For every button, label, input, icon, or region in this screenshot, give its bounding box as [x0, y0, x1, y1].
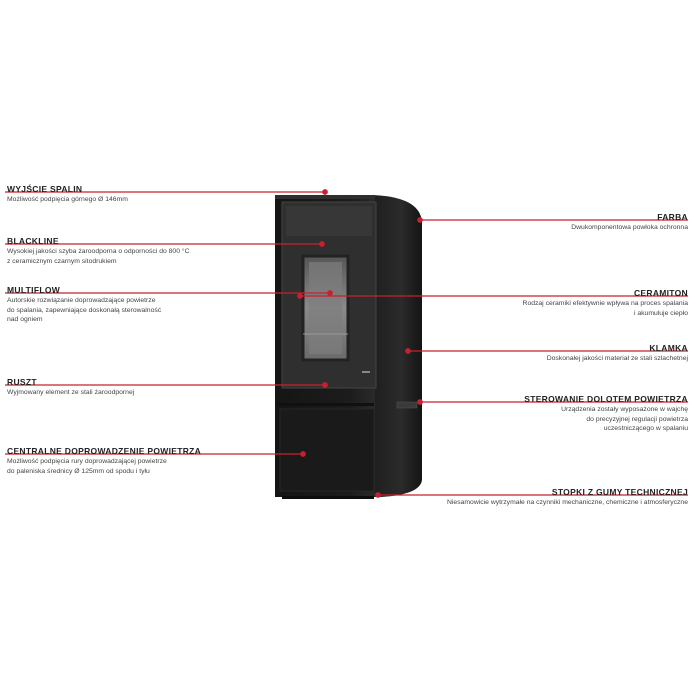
- callout-title: BLACKLINE: [7, 236, 59, 246]
- callout-title: KLAMKA: [649, 343, 688, 353]
- callout-title: MULTIFLOW: [7, 285, 61, 295]
- callout-desc: uczestniczącego w spalaniu: [603, 425, 688, 432]
- stove-lower-door: [279, 408, 375, 492]
- stove-glass-reflection: [286, 206, 372, 236]
- stove-firebox-inner: [309, 262, 342, 354]
- callout-centralne-doprowadzenie: CENTRALNE DOPROWADZENIE POWIETRZA Możliw…: [7, 446, 201, 476]
- callout-desc: Dwukomponentowa powłoka ochronna: [571, 224, 688, 231]
- callout-stopki: STOPKI Z GUMY TECHNICZNEJ Niesamowicie w…: [447, 487, 688, 508]
- callout-multiflow: MULTIFLOW Autorskie rozwiązanie doprowad…: [7, 285, 161, 325]
- callout-desc: Urządzenia zostały wyposażone w wajchę: [561, 406, 688, 413]
- stove-top-edge: [275, 195, 375, 199]
- callout-desc: z ceramicznym czarnym sitodrukiem: [7, 257, 117, 265]
- stove-side-panel: [370, 195, 422, 497]
- callout-desc: do paleniska średnicy Ø 125mm od spodu i…: [7, 467, 150, 475]
- callout-desc: Wysokiej jakości szyba żaroodporna o odp…: [7, 248, 190, 255]
- callout-ceramiton: CERAMITON Rodzaj ceramiki efektywnie wpł…: [523, 288, 688, 318]
- callout-sterowanie-dolotem: STEROWANIE DOLOTEM POWIETRZA Urządzenia …: [524, 394, 688, 434]
- callout-blackline: BLACKLINE Wysokiej jakości szyba żaroodp…: [7, 236, 190, 266]
- stove-feet: [282, 496, 374, 499]
- callout-title: CENTRALNE DOPROWADZENIE POWIETRZA: [7, 446, 202, 456]
- callout-desc: do spalania, zapewniające doskonałą ster…: [7, 306, 162, 314]
- callout-title: STOPKI Z GUMY TECHNICZNEJ: [551, 487, 688, 497]
- callout-title: FARBA: [657, 212, 688, 222]
- callout-klamka: KLAMKA Doskonałej jakości materiał ze st…: [547, 343, 688, 364]
- callout-desc: do precyzyjnej regulacji powietrza: [586, 415, 688, 423]
- callout-desc: Wyjmowany element ze stali żaroodpornej: [7, 389, 135, 396]
- callout-desc: Doskonałej jakości materiał ze stali szl…: [546, 355, 688, 362]
- callout-title: WYJŚCIE SPALIN: [7, 184, 83, 194]
- callout-desc: i akumuluje ciepło: [633, 309, 688, 317]
- callout-title: STEROWANIE DOLOTEM POWIETRZA: [524, 394, 688, 404]
- callout-ruszt: RUSZT Wyjmowany element ze stali żaroodp…: [7, 377, 134, 398]
- callout-desc: Autorskie rozwiązanie doprowadzające pow…: [7, 297, 156, 304]
- callout-desc: Niesamowicie wytrzymałe na czynniki mech…: [447, 499, 688, 506]
- callout-wyjscie-spalin: WYJŚCIE SPALIN Możliwość podpięcia górne…: [7, 184, 128, 205]
- callout-title: CERAMITON: [633, 288, 688, 298]
- stove-door-badge: [362, 371, 370, 373]
- stove-air-lever: [396, 401, 418, 409]
- callout-desc: Możliwość podpięcia górnego Ø 146mm: [7, 196, 128, 203]
- callout-desc: Możliwość podpięcia rury doprowadzającej…: [7, 458, 167, 465]
- callout-title: RUSZT: [7, 377, 37, 387]
- callout-desc: Rodzaj ceramiki efektywnie wpływa na pro…: [522, 300, 688, 307]
- stove-separator: [277, 403, 374, 406]
- callout-farba: FARBA Dwukomponentowa powłoka ochronna: [571, 212, 688, 233]
- callout-desc: nad ogniem: [7, 316, 43, 323]
